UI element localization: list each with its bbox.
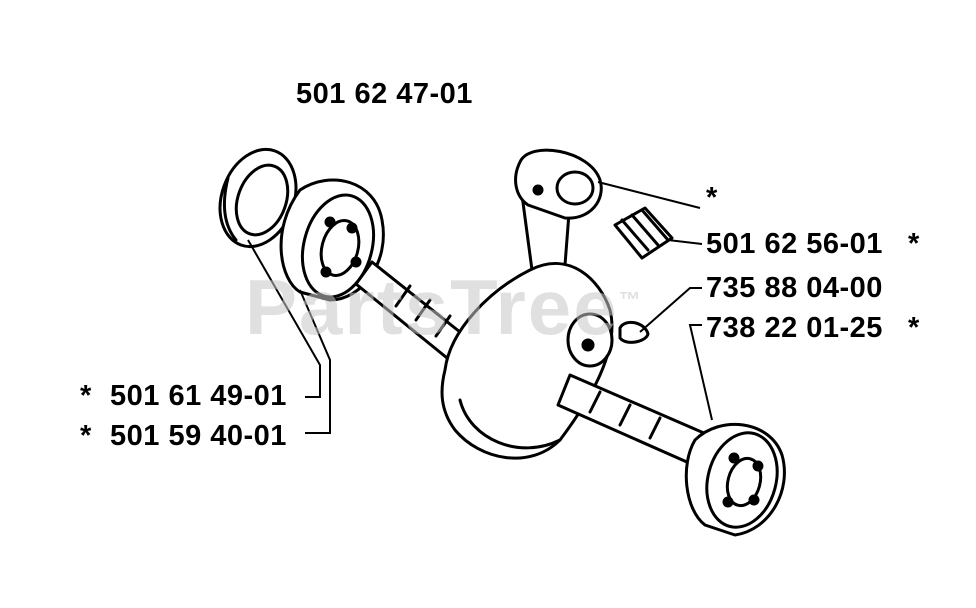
assembly-part-number: 501 62 47-01 [296, 78, 473, 110]
left-bearing-asterisk: * [80, 420, 92, 452]
needle-bearing-asterisk: * [908, 228, 920, 260]
woodruff-key [618, 320, 650, 344]
leader-right-bearing [688, 324, 713, 421]
right-bearing-part-number: 738 22 01-25 [706, 312, 883, 344]
leader-needle-star [597, 181, 701, 209]
leader-left-bearing [299, 289, 331, 434]
key-part-number: 735 88 04-00 [706, 272, 883, 304]
ball-bearing-right [684, 422, 786, 537]
needle-bearing [613, 206, 674, 260]
leader-needle-bearing [667, 239, 703, 245]
left-bearing-part-number: 501 59 40-01 [110, 420, 287, 452]
ball-bearing-left [279, 178, 385, 302]
needle-bearing-part-number: 501 62 56-01 [706, 228, 883, 260]
seal-asterisk: * [80, 380, 92, 412]
watermark-trademark: ™ [618, 287, 643, 312]
needle-bearing-star: * [706, 182, 718, 214]
watermark-text: PartsTree [245, 263, 619, 351]
right-bearing-asterisk: * [908, 312, 920, 344]
seal-part-number: 501 61 49-01 [110, 380, 287, 412]
leader-key [639, 287, 702, 333]
oil-seal-left [218, 147, 298, 249]
watermark: PartsTree™ [245, 262, 643, 353]
leader-seal [247, 239, 321, 398]
